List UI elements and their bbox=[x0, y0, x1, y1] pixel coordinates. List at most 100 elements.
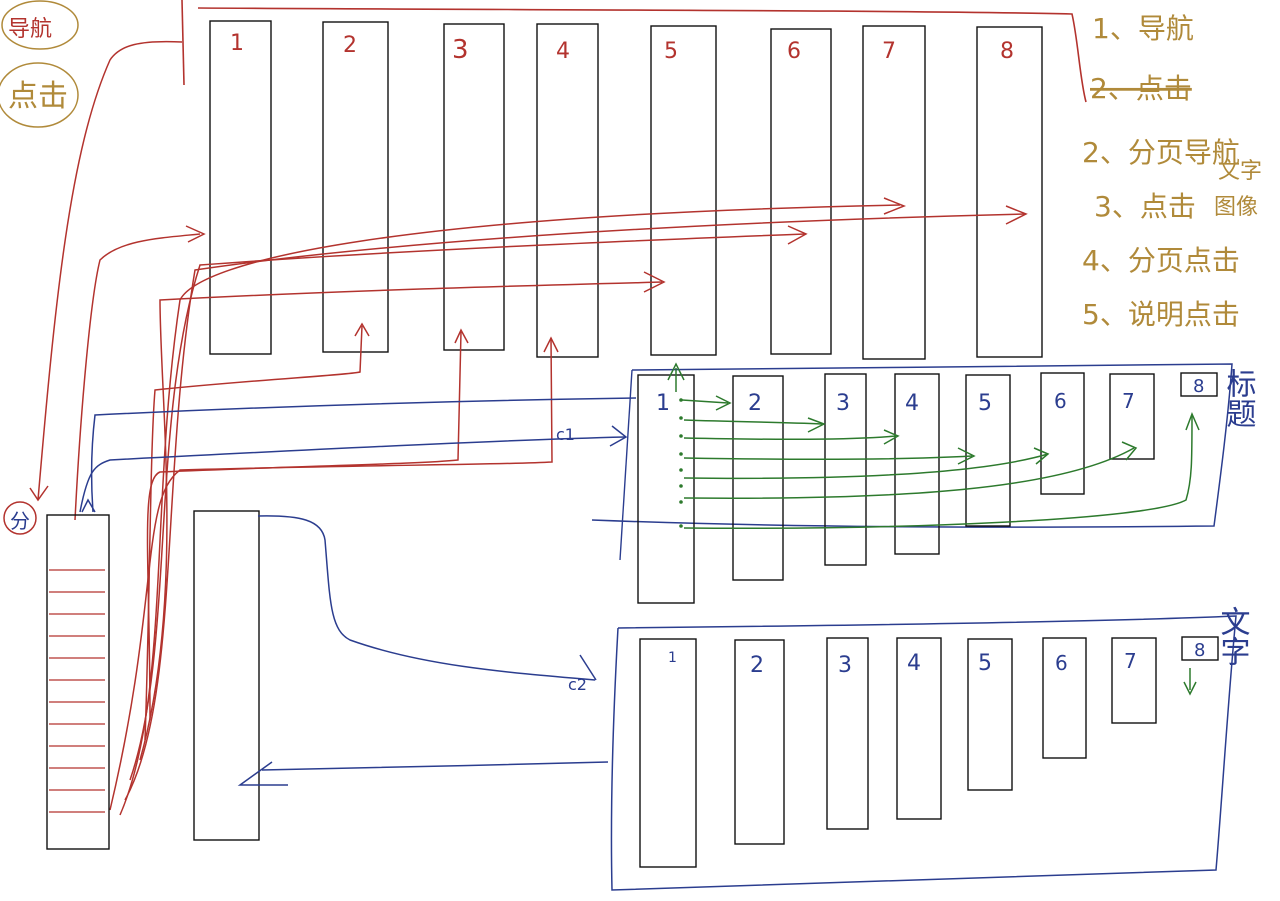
bot-col-1 bbox=[639, 638, 697, 868]
blue-line-to-panel-top bbox=[90, 397, 637, 513]
top-col-4 bbox=[536, 23, 599, 358]
top-num-8: 8 bbox=[1000, 39, 1014, 64]
red-line-to-col7 bbox=[119, 204, 901, 816]
bot-col-8 bbox=[1181, 636, 1219, 661]
note-line-3: 2、分页导航 bbox=[1082, 136, 1240, 169]
note-line-2: 2、点击 bbox=[1090, 72, 1192, 105]
green-arrow-col4 bbox=[683, 435, 897, 441]
green-dots bbox=[679, 398, 683, 528]
blue-line-to-bottom-panel bbox=[257, 515, 596, 681]
note-line-4: 3、点击 bbox=[1094, 190, 1196, 223]
green-arrowhead-col4 bbox=[883, 429, 900, 445]
red-arrowhead-col4 bbox=[543, 336, 559, 353]
note-line-1: 1、导航 bbox=[1092, 12, 1194, 45]
bottom-panel-columns bbox=[639, 636, 1219, 868]
green-up-arrowhead bbox=[667, 362, 685, 381]
top-num-6: 6 bbox=[787, 39, 801, 64]
green-arrow-col7 bbox=[683, 447, 1135, 499]
mid-col-4 bbox=[894, 373, 940, 555]
top-col-2 bbox=[322, 21, 389, 353]
mid-num-6: 6 bbox=[1054, 389, 1067, 413]
click-circle bbox=[0, 62, 79, 128]
mid-col-5 bbox=[965, 374, 1011, 527]
top-col-7 bbox=[862, 25, 926, 360]
red-connectors bbox=[29, 40, 1028, 816]
bot-col-4 bbox=[896, 637, 942, 820]
bot-num-3: 3 bbox=[838, 653, 852, 678]
detail-column bbox=[193, 510, 260, 841]
red-arrowhead-col1 bbox=[185, 225, 206, 243]
red-line-arrowhead-col6 bbox=[787, 225, 808, 245]
dot-5 bbox=[679, 468, 683, 472]
mid-col-1 bbox=[637, 374, 695, 604]
dot-8 bbox=[679, 524, 683, 528]
bot-col-5 bbox=[967, 638, 1013, 791]
note-line-4-image: 图像 bbox=[1214, 195, 1258, 220]
mid-num-8: 8 bbox=[1193, 376, 1204, 397]
top-col-3 bbox=[443, 23, 505, 351]
green-arrowhead-col7 bbox=[1121, 441, 1138, 461]
green-arrow-col5 bbox=[683, 455, 973, 461]
bot-col-3 bbox=[826, 637, 869, 830]
green-arrowhead-col2 bbox=[715, 395, 732, 411]
top-row-columns bbox=[209, 20, 1043, 360]
blue-line-back-to-detail bbox=[261, 761, 609, 771]
middle-entry-label: c1 bbox=[556, 425, 575, 444]
green-arrowhead-col6 bbox=[1033, 447, 1050, 465]
blue-line-to-panel-entry bbox=[79, 436, 626, 513]
top-col-8 bbox=[976, 26, 1043, 358]
mid-num-1: 1 bbox=[656, 391, 670, 416]
green-arrow-col2 bbox=[681, 399, 729, 404]
mid-num-5: 5 bbox=[978, 391, 992, 416]
bottom-panel-side-label: 文字 bbox=[1215, 606, 1250, 666]
green-down-arrowhead-bottom bbox=[1183, 681, 1197, 696]
blue-arrowhead-panel bbox=[609, 425, 628, 447]
bot-num-8: 8 bbox=[1194, 640, 1205, 661]
left-list-rows bbox=[49, 569, 105, 813]
bot-num-7: 7 bbox=[1124, 649, 1137, 673]
red-line-to-col8 bbox=[124, 213, 1026, 801]
top-num-7: 7 bbox=[882, 39, 896, 64]
dot-7 bbox=[679, 500, 683, 504]
bot-num-2: 2 bbox=[750, 653, 764, 678]
bot-num-6: 6 bbox=[1055, 651, 1068, 675]
top-col-1 bbox=[209, 20, 272, 355]
mid-num-2: 2 bbox=[748, 391, 762, 416]
red-arrowhead-col8 bbox=[1005, 205, 1028, 225]
mid-col-7 bbox=[1109, 373, 1155, 460]
green-connectors bbox=[667, 362, 1200, 696]
list-circle-label: 分 bbox=[10, 509, 30, 533]
dot-2 bbox=[679, 416, 683, 420]
bot-num-4: 4 bbox=[907, 651, 921, 676]
bot-col-2 bbox=[734, 639, 785, 845]
note-line-6: 5、说明点击 bbox=[1082, 298, 1240, 331]
bot-col-6 bbox=[1042, 637, 1087, 759]
top-col-6 bbox=[770, 28, 832, 355]
red-line-to-col3 bbox=[146, 331, 462, 721]
mid-num-4: 4 bbox=[905, 391, 919, 416]
red-arrowhead-col2 bbox=[354, 322, 370, 337]
blue-arrowhead-list bbox=[81, 498, 96, 513]
bot-col-7 bbox=[1111, 637, 1157, 724]
mid-num-3: 3 bbox=[836, 391, 850, 416]
dot-4 bbox=[679, 452, 683, 456]
green-arrow-col8 bbox=[683, 415, 1193, 530]
nav-label: 导航 bbox=[8, 17, 52, 42]
blue-arrow-bottom-panel bbox=[579, 654, 597, 681]
middle-panel-frame bbox=[591, 363, 1233, 528]
green-arrow-col6 bbox=[683, 453, 1049, 480]
red-arrowhead-list bbox=[29, 485, 49, 502]
top-num-2: 2 bbox=[343, 33, 357, 58]
nav-circle bbox=[1, 0, 79, 50]
list-circle bbox=[3, 501, 37, 535]
green-arrow-col3 bbox=[683, 419, 823, 425]
mid-col-8 bbox=[1180, 372, 1218, 397]
note-line-5: 4、分页点击 bbox=[1082, 244, 1240, 277]
red-arrowhead-col7 bbox=[883, 197, 907, 215]
top-num-1: 1 bbox=[230, 31, 244, 56]
mid-col-3 bbox=[824, 373, 867, 566]
top-num-4: 4 bbox=[556, 39, 570, 64]
red-arrowhead-col3 bbox=[454, 328, 469, 344]
red-arrowhead-col5 bbox=[643, 271, 666, 293]
